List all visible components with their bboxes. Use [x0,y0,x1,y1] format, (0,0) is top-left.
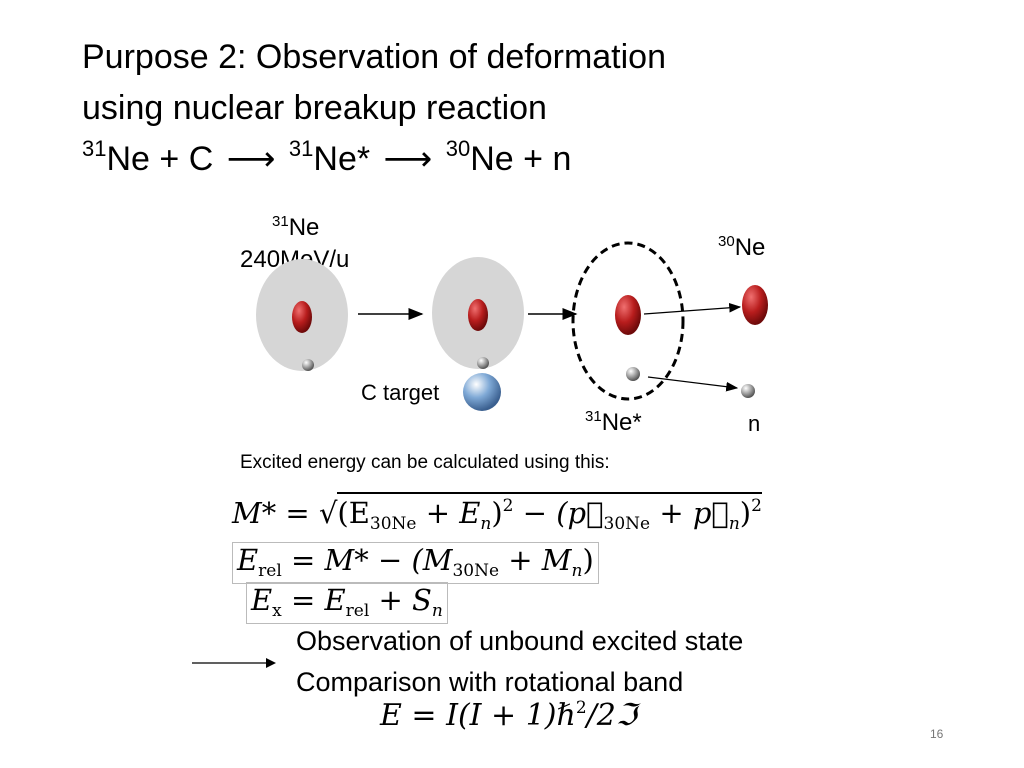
relative-energy-equation: Erel = M* − (M30Ne + Mn) [232,542,599,584]
invariant-mass-equation: M* = √(E30Ne + En)2 − (p⃗30Ne + p⃗n)2 [232,492,762,533]
mass-number: 31 [288,136,314,161]
slide-title: Purpose 2: Observation of deformation us… [82,32,666,185]
carbon-target-icon [463,373,501,411]
reaction-term: Ne + n [470,140,572,178]
target-label: C target [361,380,439,405]
mass-number: 30 [445,136,471,161]
halo-neutron-icon [302,359,314,371]
projectile-label: 31Ne [272,213,319,241]
conclusion-arrow-icon [192,658,276,668]
conclusion-line-1: Observation of unbound excited state [296,626,744,656]
excited-mass: 31 [585,408,602,425]
breakup-reaction-diagram: 31Ne 240MeV/u C target 31Ne* 30Ne n [240,213,768,436]
core-nucleus-icon [615,295,641,335]
excited-state-boundary [571,241,685,401]
fragment-symbol: Ne [735,234,766,261]
equations-caption: Excited energy can be calculated using t… [240,452,610,473]
fragment-label: 30Ne [718,233,765,261]
title-line-2: using nuclear breakup reaction [82,89,547,127]
reaction-arrow: ⟶ [383,140,433,178]
fragment-mass: 30 [718,233,735,250]
projectile-symbol: Ne [289,214,320,241]
rotational-band-equation: E = I(I + 1)ℏ2/2ℑ [380,698,637,733]
reaction-term: Ne + C [106,140,214,178]
reaction-term: Ne* [313,140,371,178]
excited-symbol: Ne* [602,409,642,436]
core-nucleus-icon [468,299,488,331]
fragment-nucleus-icon [742,285,768,325]
excited-label: 31Ne* [585,408,642,436]
excitation-energy-equation: Ex = Erel + Sn [246,582,448,624]
emitted-neutron-icon [741,384,755,398]
neutron-icon [626,367,640,381]
neutron-label: n [748,411,760,436]
fragment-arrow [643,302,742,315]
title-line-1: Purpose 2: Observation of deformation [82,38,666,76]
neutron-arrow [647,376,739,392]
page-number: 16 [930,727,944,741]
halo-neutron-icon [477,357,489,369]
reaction-arrow: ⟶ [226,140,276,178]
projectile-mass: 31 [272,213,289,230]
core-nucleus-icon [292,301,312,333]
mass-number: 31 [82,136,107,161]
conclusion-line-2: Comparison with rotational band [296,667,684,697]
reaction-equation: 31Ne + C ⟶ 31Ne* ⟶ 30Ne + n [82,134,666,185]
